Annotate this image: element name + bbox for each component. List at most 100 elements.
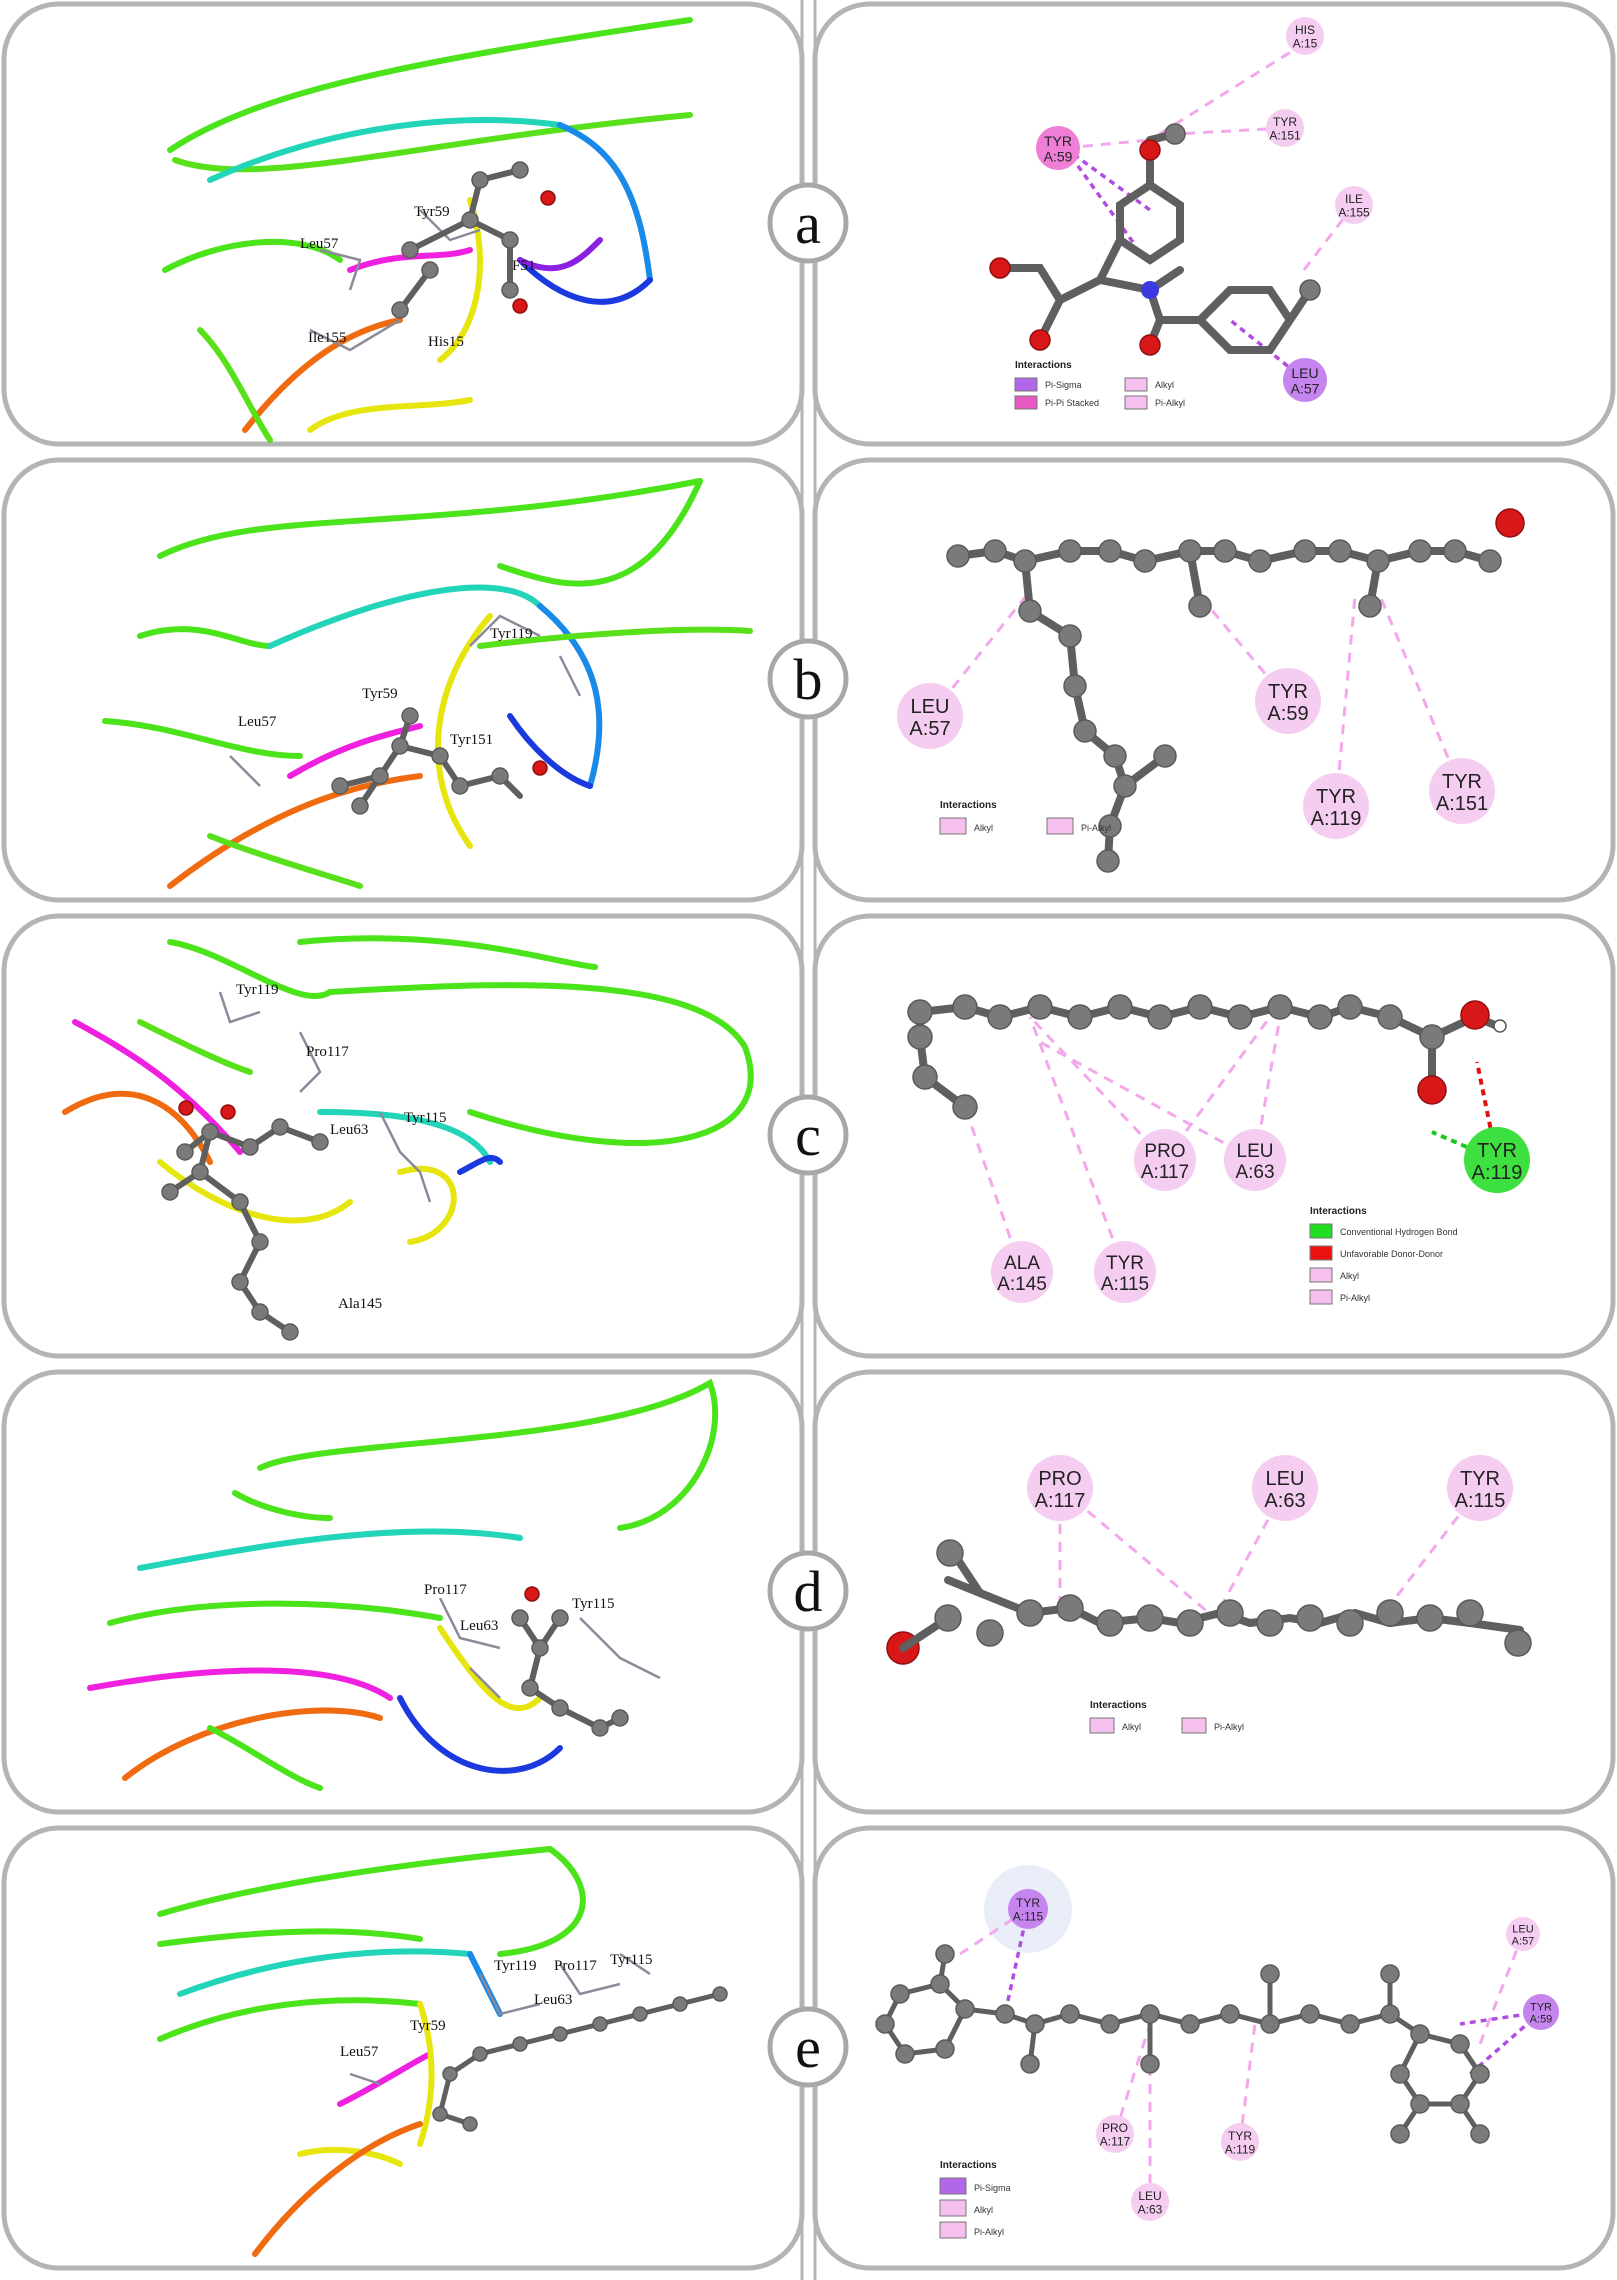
- panel-e-residue-3-name: PRO: [1102, 2121, 1128, 2135]
- panel-e-tag: e: [795, 2015, 821, 2080]
- panel-d-label-2: Tyr115: [572, 1596, 615, 1612]
- panel-a-residue-0-id: A:15: [1293, 36, 1318, 50]
- panel-e-residue-2-circle: [1523, 1994, 1559, 2030]
- panel-e-legend-title: Interactions: [940, 2160, 997, 2171]
- panel-b-residue-0-circle: [897, 683, 963, 749]
- panel-a-residue-0-name: HIS: [1295, 23, 1315, 37]
- panel-e-left-frame: [1, 1825, 805, 2271]
- panel-b-label-1: Tyr59: [362, 686, 398, 702]
- panel-a-residue-3-name: ILE: [1345, 192, 1363, 206]
- panel-c-tag: c: [795, 1103, 821, 1168]
- panel-e-label-2: Tyr115: [610, 1952, 653, 1968]
- panel-e-svg: Tyr119 Pro117 Tyr115 Leu63 Tyr59 Leu57 T…: [1, 1824, 1616, 2280]
- panel-a-legend-swatch-1: [1124, 377, 1148, 392]
- panel-e-residue-2-name: TYR: [1530, 2001, 1552, 2013]
- panel-e-residue-1-name: LEU: [1512, 1923, 1533, 1935]
- panel-c-label-3: Tyr115: [404, 1110, 447, 1126]
- panel-d-svg: Pro117 Leu63 Tyr115 PROA:117LEUA:63TYRA:…: [1, 1368, 1616, 1824]
- panel-a-ligand-3d: [391, 161, 556, 319]
- panel-a-legend-label-1: Alkyl: [1155, 380, 1174, 390]
- panel-c-residue-0-circle: [1134, 1129, 1196, 1191]
- panel-b-svg: Tyr119 Tyr59 Leu57 Tyr151 LEUA:57TYRA:59…: [1, 456, 1616, 912]
- panel-a-tag: a: [795, 191, 821, 256]
- panel-a-label-4: His15: [428, 334, 464, 350]
- panel-a-residue-1-circle: [1036, 126, 1080, 170]
- panel-e-legend-swatch-2: [939, 2221, 967, 2239]
- panel-e-residue-3-circle: [1096, 2115, 1134, 2153]
- panel-c-legend-swatch-2: [1309, 1267, 1333, 1283]
- panel-c-label-2: Leu63: [330, 1122, 368, 1138]
- panel-e-label-3: Leu63: [534, 1992, 572, 2008]
- panel-a-legend-swatch-0: [1014, 377, 1038, 392]
- panel-e-residue-0-circle: [1008, 1889, 1048, 1929]
- panel-e-residue-5-id: A:63: [1138, 2202, 1163, 2216]
- panel-c-legend-swatch-1: [1309, 1245, 1333, 1261]
- panel-b-residue-1-id: A:59: [1267, 703, 1308, 725]
- panel-d-ligand-3d: [511, 1586, 629, 1737]
- panel-a-label-1: Leu57: [300, 236, 339, 252]
- panel-e-residue-5-circle: [1131, 2183, 1169, 2221]
- panel-d-right-frame: [812, 1369, 1616, 1815]
- panel-c-ribbon-view: Tyr119 Pro117 Leu63 Tyr115 Ala145: [62, 935, 754, 1341]
- panel-b-ribbon-view: Tyr119 Tyr59 Leu57 Tyr151: [102, 478, 753, 889]
- panel-e-ribbon-view: Tyr119 Pro117 Tyr115 Leu63 Tyr59 Leu57: [157, 1845, 728, 2257]
- panel-c-legend-label-1: Unfavorable Donor-Donor: [1340, 1249, 1443, 1259]
- panel-b-legend-label-1: Pi-Alkyl: [1081, 823, 1111, 833]
- panel-e-residue-5-name: LEU: [1138, 2189, 1161, 2203]
- panel-c-label-4: Ala145: [338, 1296, 382, 1312]
- panel-c-residue-3-id: A:145: [997, 1274, 1047, 1295]
- panel-a-residue-3-circle: [1335, 186, 1373, 224]
- panel-a-label-0: Tyr59: [414, 204, 450, 220]
- panel-b-label-2: Leu57: [238, 714, 277, 730]
- panel-a-residue-0-circle: [1286, 17, 1324, 55]
- panel-d-ribbon-view: Pro117 Leu63 Tyr115: [87, 1378, 719, 1791]
- panel-c-residue-4-name: TYR: [1106, 1253, 1144, 1274]
- panel-d-tag: d: [794, 1559, 823, 1624]
- panel-c-residue-2-circle: [1464, 1127, 1530, 1193]
- panel-a-residue-2-circle: [1266, 109, 1304, 147]
- panel-e-residue-0-name: TYR: [1016, 1896, 1040, 1910]
- panel-a-label-3: Ile155: [308, 330, 346, 346]
- panel-e-legend-label-1: Alkyl: [974, 2205, 993, 2215]
- panel-a-residue-4-id: A:57: [1291, 380, 1320, 396]
- panel-c-legend-label-0: Conventional Hydrogen Bond: [1340, 1227, 1458, 1237]
- panel-d-residue-2-circle: [1447, 1455, 1513, 1521]
- panel-b-legend-title: Interactions: [940, 800, 997, 811]
- panel-b-residue-3-id: A:151: [1436, 793, 1488, 815]
- panel-d-legend-title: Interactions: [1090, 1700, 1147, 1711]
- panel-c-residue-1-circle: [1224, 1129, 1286, 1191]
- panel-c-legend-swatch-3: [1309, 1289, 1333, 1305]
- panel-e-residue-4-name: TYR: [1228, 2129, 1252, 2143]
- panel-b-residue-3-name: TYR: [1442, 771, 1482, 793]
- panel-e-label-4: Tyr59: [410, 2018, 446, 2034]
- panel-a-tag-circle: [767, 182, 849, 264]
- panel-c-residue-0-name: PRO: [1144, 1141, 1185, 1162]
- panel-a-legend-swatch-3: [1124, 395, 1148, 410]
- panel-a-legend-label-0: Pi-Sigma: [1045, 380, 1082, 390]
- panel-c-residue-4-id: A:115: [1101, 1274, 1149, 1295]
- panel-a-right-frame: [812, 1, 1616, 447]
- panel-d-label-1: Leu63: [460, 1618, 498, 1634]
- panel-e-legend-swatch-0: [939, 2177, 967, 2195]
- panel-d-residue-0-id: A:117: [1035, 1490, 1086, 1512]
- panel-a-legend-swatch-2: [1014, 395, 1038, 410]
- panel-c-residue-0-id: A:117: [1141, 1162, 1189, 1183]
